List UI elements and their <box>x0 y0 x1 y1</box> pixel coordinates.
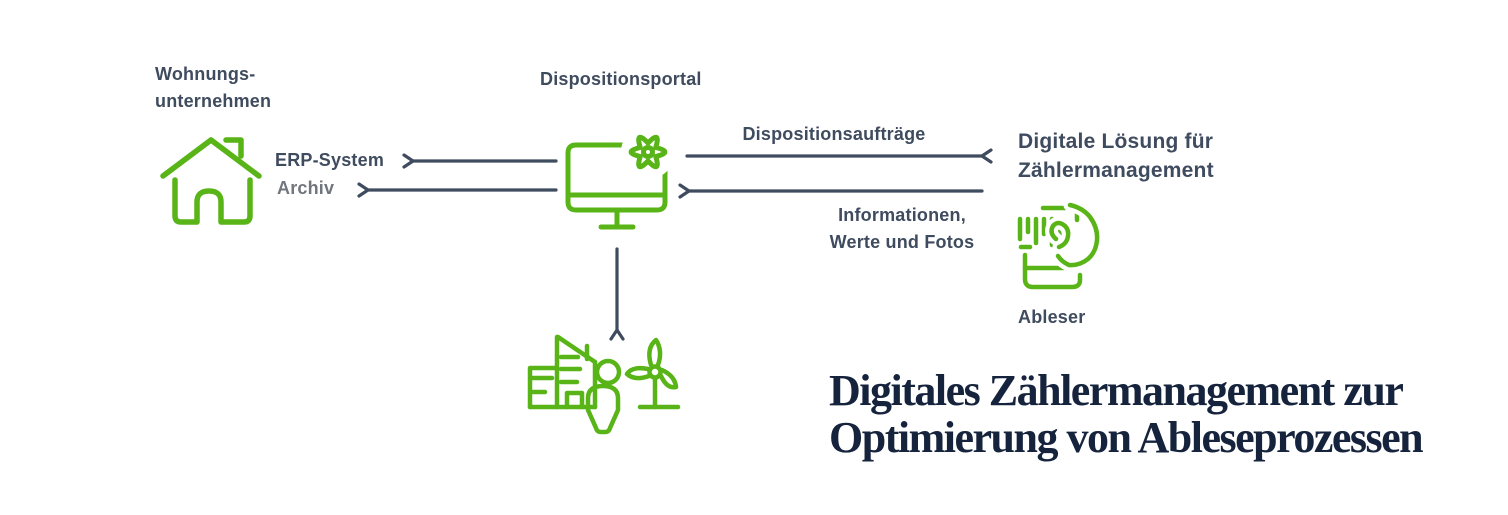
person-head <box>594 358 622 386</box>
device-body <box>1022 252 1083 290</box>
building-tall-windows <box>558 354 583 385</box>
turbine-blade-left <box>624 365 652 381</box>
house-body <box>172 177 253 225</box>
gear-center <box>641 145 655 159</box>
house-chimney <box>223 137 244 159</box>
turbine-hub <box>647 364 663 380</box>
digitale-loesung-label: Digitale Lösung für Zählermanagement <box>1018 130 1214 182</box>
city-person-turbine-icon <box>527 334 681 435</box>
archiv-label: Archiv <box>277 178 335 198</box>
monitor-gear-icon <box>565 125 675 230</box>
building-low <box>527 365 560 410</box>
house-icon <box>160 137 262 225</box>
meter-reader-hand-icon <box>1017 198 1104 290</box>
turbine-blade-up <box>647 337 663 368</box>
erp-system-label: ERP-System <box>275 150 385 170</box>
hand-outline <box>1055 202 1100 268</box>
person-body <box>585 383 621 435</box>
building-door <box>564 390 585 410</box>
gear-icon <box>628 134 668 170</box>
ableser-label: Ableser <box>1018 307 1086 327</box>
hand-thumb <box>1049 220 1071 250</box>
house-roof <box>160 137 262 179</box>
dispositionsportal-label: Dispositionsportal <box>540 69 702 89</box>
wohnungsunternehmen-label: Wohnungs- unternehmen <box>155 64 272 111</box>
gear-halo <box>621 125 675 179</box>
informationen-werte-fotos-label: Informationen, Werte und Fotos <box>829 205 975 252</box>
headline-text: Digitales Zählermanagement zur Optimieru… <box>829 366 1424 462</box>
building-low-windows <box>530 375 555 395</box>
dispositionsauftraege-label: Dispositionsaufträge <box>742 124 926 144</box>
turbine-blade-right <box>658 367 679 390</box>
